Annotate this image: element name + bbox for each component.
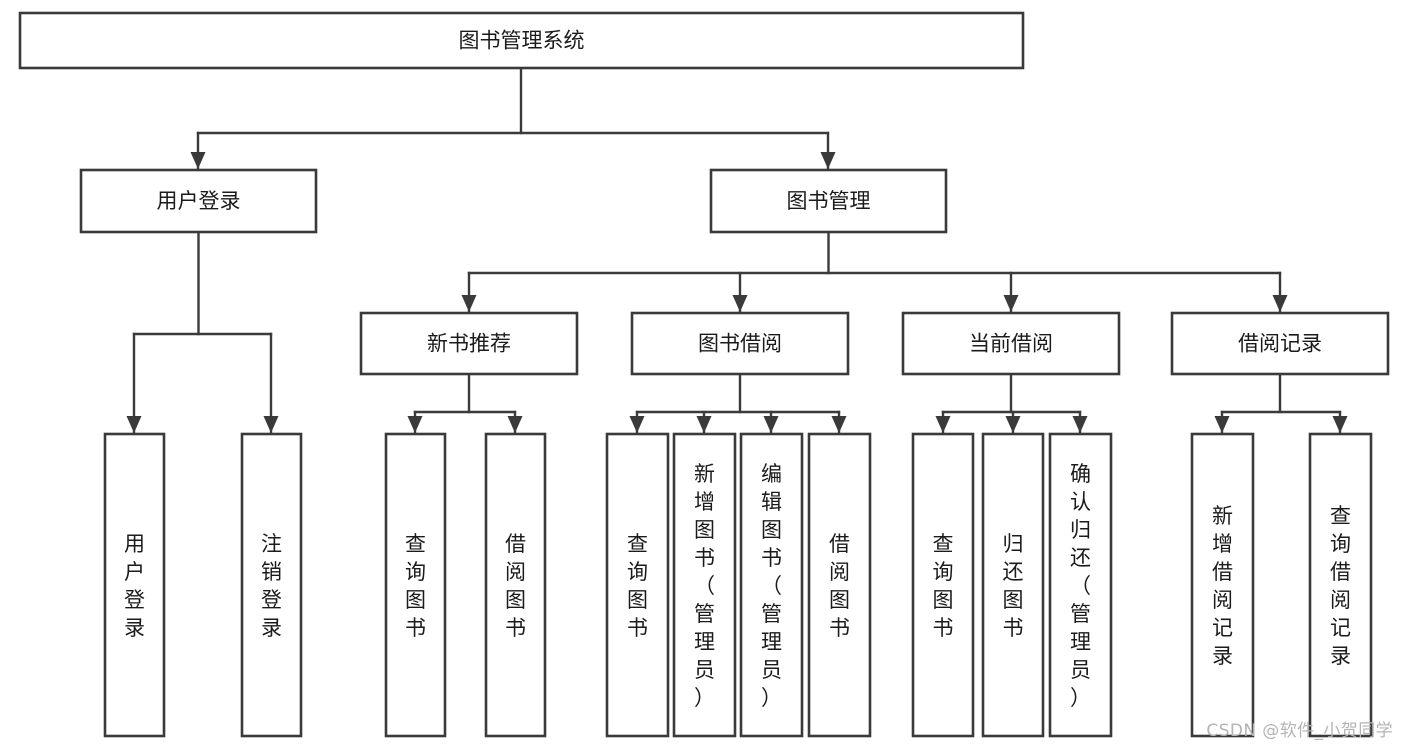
node-label: 查询图书 xyxy=(405,532,426,640)
node-layer: 图书管理系统用户登录图书管理新书推荐图书借阅当前借阅借阅记录用户登录注销登录查询… xyxy=(18,11,1390,738)
node-leaf-query-book-1[interactable]: 查询图书 xyxy=(384,432,447,738)
node-box[interactable] xyxy=(384,432,447,738)
node-label: 注销登录 xyxy=(261,532,282,640)
arrow-head-icon xyxy=(263,416,279,433)
arrow-head-icon xyxy=(696,416,712,433)
node-user-login[interactable]: 用户登录 xyxy=(79,168,318,234)
node-label: 查询图书 xyxy=(933,532,954,640)
node-label: 确认归还（管理员） xyxy=(1070,462,1091,710)
node-box[interactable] xyxy=(1190,432,1255,738)
node-box[interactable] xyxy=(359,311,579,376)
node-leaf-user-login[interactable]: 用户登录 xyxy=(103,432,166,738)
node-borrow-record[interactable]: 借阅记录 xyxy=(1170,311,1390,376)
node-box[interactable] xyxy=(630,311,850,376)
arrow-head-icon xyxy=(1272,295,1288,312)
arrow-head-icon xyxy=(831,416,847,433)
node-box[interactable] xyxy=(739,432,804,738)
node-label: 查询借阅记录 xyxy=(1330,504,1351,668)
node-leaf-edit-book[interactable]: 编辑图书（管理员） xyxy=(739,432,804,738)
node-leaf-query-record[interactable]: 查询借阅记录 xyxy=(1308,432,1373,738)
node-label: 图书借阅 xyxy=(698,332,782,356)
node-label: 查询图书 xyxy=(627,532,648,640)
node-leaf-confirm-return[interactable]: 确认归还（管理员） xyxy=(1048,432,1113,738)
node-box[interactable] xyxy=(103,432,166,738)
node-label: 图书管理 xyxy=(787,189,871,213)
node-label: 归还图书 xyxy=(1003,532,1024,640)
arrow-head-icon xyxy=(1003,295,1019,312)
arrow-head-icon xyxy=(1005,416,1021,433)
node-label: 图书管理系统 xyxy=(459,29,585,53)
node-box[interactable] xyxy=(807,432,872,738)
node-box[interactable] xyxy=(240,432,303,738)
arrow-head-icon xyxy=(190,152,206,169)
node-label: 当前借阅 xyxy=(969,332,1053,356)
node-leaf-query-book-3[interactable]: 查询图书 xyxy=(911,432,975,738)
node-leaf-user-logout[interactable]: 注销登录 xyxy=(240,432,303,738)
node-box[interactable] xyxy=(79,168,318,234)
arrow-head-icon xyxy=(126,416,142,433)
node-label: 用户登录 xyxy=(157,189,241,213)
node-box[interactable] xyxy=(1048,432,1113,738)
arrow-head-icon xyxy=(935,416,951,433)
node-box[interactable] xyxy=(981,432,1045,738)
node-box[interactable] xyxy=(1308,432,1373,738)
node-box[interactable] xyxy=(901,311,1121,376)
arrow-head-icon xyxy=(507,416,523,433)
arrow-head-icon xyxy=(1214,416,1230,433)
node-leaf-add-record[interactable]: 新增借阅记录 xyxy=(1190,432,1255,738)
node-book-management[interactable]: 图书管理 xyxy=(709,168,948,234)
arrow-head-icon xyxy=(820,152,836,169)
node-box[interactable] xyxy=(484,432,547,738)
node-box[interactable] xyxy=(18,11,1025,70)
node-box[interactable] xyxy=(1170,311,1390,376)
node-current-borrow[interactable]: 当前借阅 xyxy=(901,311,1121,376)
node-label: 新增借阅记录 xyxy=(1212,504,1233,668)
arrow-head-icon xyxy=(629,416,645,433)
arrow-head-icon xyxy=(407,416,423,433)
node-box[interactable] xyxy=(672,432,737,738)
arrow-head-icon xyxy=(763,416,779,433)
node-new-book-recommend[interactable]: 新书推荐 xyxy=(359,311,579,376)
node-label: 编辑图书（管理员） xyxy=(761,462,782,710)
arrow-head-icon xyxy=(732,295,748,312)
node-leaf-borrow-book-2[interactable]: 借阅图书 xyxy=(807,432,872,738)
node-label: 新增图书（管理员） xyxy=(694,462,715,710)
node-box[interactable] xyxy=(911,432,975,738)
node-label: 借阅图书 xyxy=(505,532,526,640)
arrow-head-icon xyxy=(1072,416,1088,433)
node-leaf-query-book-2[interactable]: 查询图书 xyxy=(605,432,670,738)
node-label: 借阅记录 xyxy=(1238,332,1322,356)
node-box[interactable] xyxy=(709,168,948,234)
node-book-borrow[interactable]: 图书借阅 xyxy=(630,311,850,376)
node-label: 用户登录 xyxy=(124,532,145,640)
node-box[interactable] xyxy=(605,432,670,738)
connector-layer xyxy=(126,66,1348,435)
node-root-book-management-system[interactable]: 图书管理系统 xyxy=(18,11,1025,70)
arrow-head-icon xyxy=(461,295,477,312)
node-leaf-add-book[interactable]: 新增图书（管理员） xyxy=(672,432,737,738)
node-label: 新书推荐 xyxy=(427,332,511,356)
node-label: 借阅图书 xyxy=(829,532,850,640)
node-leaf-return-book[interactable]: 归还图书 xyxy=(981,432,1045,738)
node-leaf-borrow-book-1[interactable]: 借阅图书 xyxy=(484,432,547,738)
csdn-watermark: CSDN @软件_小贺同学 xyxy=(1206,721,1393,741)
arrow-head-icon xyxy=(1332,416,1348,433)
